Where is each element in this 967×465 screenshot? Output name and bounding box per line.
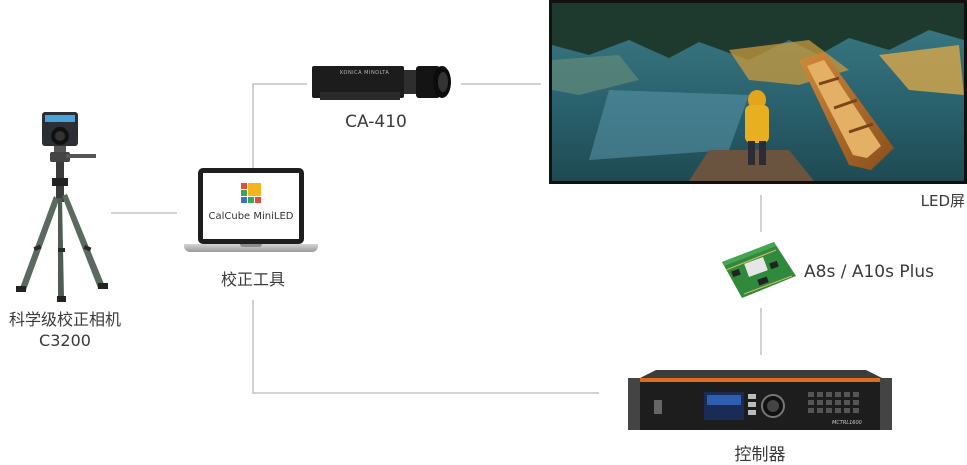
laptop-device: CalCube MiniLED (184, 168, 318, 260)
laptop-bezel: CalCube MiniLED (198, 168, 304, 244)
line-laptop-probe (252, 83, 307, 168)
laptop-label: 校正工具 (220, 270, 285, 289)
controller-label: 控制器 (734, 445, 786, 465)
led-screen-display (549, 0, 967, 184)
laptop-screen: CalCube MiniLED (203, 173, 299, 239)
controller-rack-icon (628, 370, 892, 430)
led-screen-scene-image (552, 3, 964, 181)
controller-model-text: MCTRL1600 (832, 420, 862, 426)
ca410-probe-icon (312, 66, 451, 100)
led-screen-label: LED屏 (920, 192, 965, 210)
laptop-screen-text: CalCube MiniLED (208, 211, 294, 222)
receiver-card-device (716, 240, 800, 302)
laptop-base (184, 244, 318, 252)
probe-brand-text: KONICA MINOLTA (340, 70, 390, 76)
line-laptop-controller (252, 300, 599, 394)
camera-label-line2: C3200 (39, 331, 91, 350)
camera-device (4, 108, 116, 308)
receiver-card-icon (722, 242, 796, 298)
controller-device: MCTRL1600 (626, 364, 894, 434)
probe-device: KONICA MINOLTA (310, 62, 455, 104)
camera-tripod-icon (16, 112, 108, 302)
camera-label-line1: 科学级校正相机 (8, 310, 121, 329)
probe-label: CA-410 (345, 112, 407, 132)
calcube-logo-icon (241, 183, 261, 203)
receiver-card-label: A8s / A10s Plus (804, 262, 934, 282)
